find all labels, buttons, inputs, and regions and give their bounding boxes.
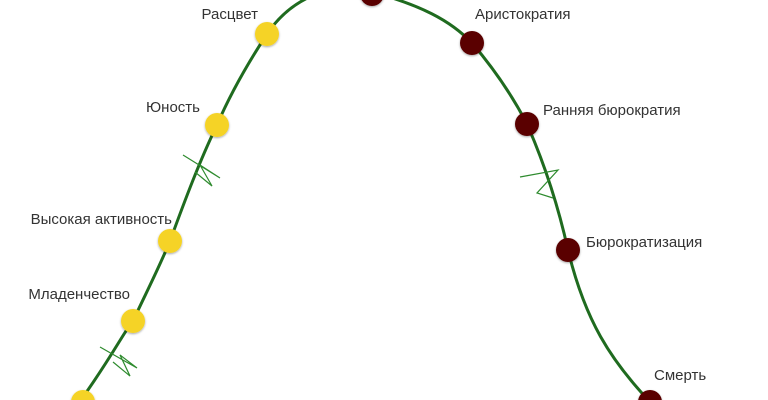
decline-stage-marker [361,0,383,6]
zigzag-break-icon [519,169,560,199]
stage-label-infancy: Младенчество [28,286,130,303]
growth-stage-marker [158,229,182,253]
zigzag-break-icon [99,346,138,377]
decline-stage-marker [556,238,580,262]
stage-label-high-activity: Высокая активность [30,211,172,228]
growth-stage-marker [205,113,229,137]
stage-label-prime: Расцвет [201,6,258,23]
decline-stage-marker [638,390,662,400]
stage-label-aristocracy: Аристократия [475,6,571,23]
lifecycle-curve [79,0,651,400]
stage-label-bureaucracy: Бюрократизация [586,234,703,251]
decline-stage-marker [460,31,484,55]
decline-stage-marker [515,112,539,136]
growth-stage-marker [121,309,145,333]
zigzag-break-icon [182,154,221,187]
growth-stage-marker [71,390,95,400]
stage-label-go-go: Юность [146,99,200,116]
stage-label-early-bureaucracy: Ранняя бюрократия [543,102,681,119]
growth-stage-marker [255,22,279,46]
stage-label-death: Смерть [654,367,707,384]
